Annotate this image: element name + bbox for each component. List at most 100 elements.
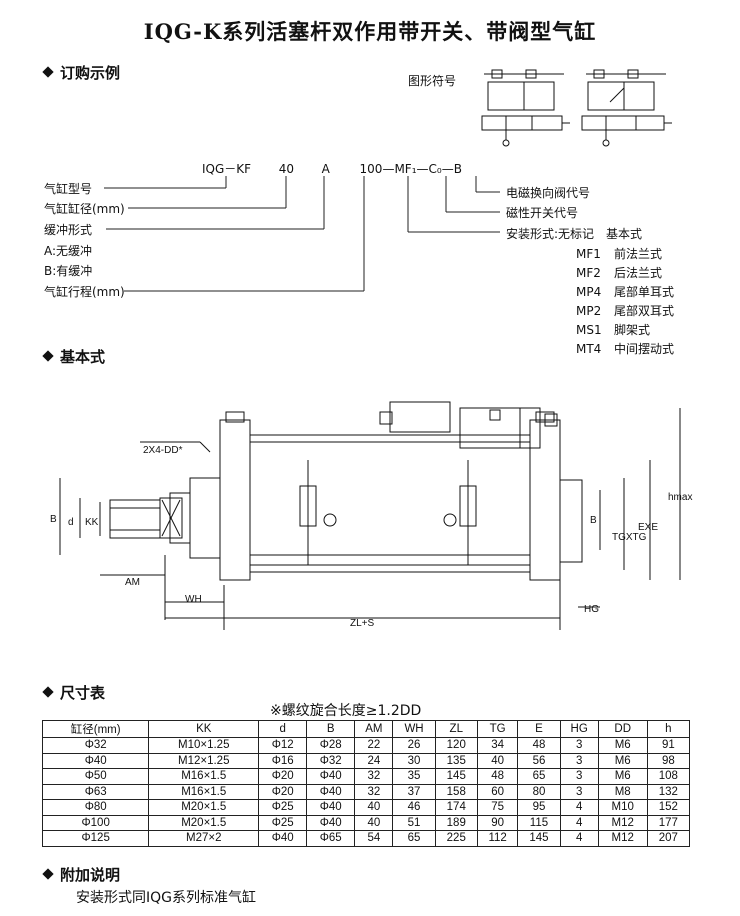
table-cell: 51	[392, 814, 436, 831]
table-cell: 174	[434, 799, 478, 816]
dim-label-am: AM	[125, 577, 140, 588]
dims-heading-text: 尺寸表	[60, 684, 106, 702]
table-cell: 207	[646, 830, 691, 847]
dim-label-hg: HG	[584, 604, 599, 615]
table-cell: 225	[434, 830, 478, 847]
code-stroke: 100	[359, 162, 383, 176]
table-cell: 120	[434, 737, 478, 754]
label-stroke: 气缸行程(mm)	[44, 285, 125, 299]
table-cell: 3	[559, 768, 599, 785]
table-cell: Φ40	[306, 799, 356, 816]
solenoid-valve	[389, 401, 451, 433]
table-header-cell: 缸径(mm)	[41, 720, 150, 738]
mount-code: MT4	[576, 342, 602, 356]
table-header-cell: KK	[148, 720, 260, 738]
table-cell: Φ40	[306, 783, 356, 800]
mount-name: 后法兰式	[614, 266, 663, 280]
label-mount: 安装形式:无标记 基本式	[506, 227, 643, 241]
order-heading-text: 订购示例	[60, 64, 121, 82]
table-cell: M16×1.5	[148, 768, 260, 785]
table-cell: M6	[597, 752, 648, 769]
symbol-label: 图形符号	[408, 74, 457, 88]
mount-type-item: MT4 中间摆动式	[576, 340, 674, 359]
table-cell: 3	[559, 752, 599, 769]
table-cell: Φ65	[306, 830, 356, 847]
table-header-cell: d	[258, 720, 308, 738]
code-model: IQG－KF	[202, 162, 252, 176]
label-cushion-a: A:无缓冲	[44, 244, 93, 258]
table-cell: 4	[559, 814, 599, 831]
table-header-cell: B	[306, 720, 356, 738]
table-header-cell: ZL	[434, 720, 478, 738]
table-cell: Φ25	[258, 814, 308, 831]
table-cell: M6	[597, 737, 648, 754]
table-cell: Φ50	[41, 768, 150, 785]
mount-name: 中间摆动式	[614, 342, 675, 356]
basic-heading-text: 基本式	[60, 348, 106, 366]
order-heading: 订购示例	[40, 62, 120, 83]
code-cushion: A	[321, 162, 330, 176]
table-cell: 135	[434, 752, 478, 769]
dim-label-tgxtg: TGXTG	[612, 532, 647, 543]
mount-type-item: MF2 后法兰式	[576, 264, 674, 283]
table-cell: M12	[597, 814, 648, 831]
table-cell: 95	[517, 799, 561, 816]
table-cell: 40	[354, 799, 394, 816]
table-cell: M10	[597, 799, 648, 816]
table-cell: Φ32	[306, 752, 356, 769]
table-cell: M8	[597, 783, 648, 800]
table-cell: 26	[392, 737, 436, 754]
rod-nut	[109, 499, 161, 539]
mount-code: MF2	[576, 266, 601, 280]
switch-icon	[491, 69, 503, 79]
table-cell: 115	[517, 814, 561, 831]
table-cell: 108	[646, 768, 691, 785]
table-cell: 4	[559, 799, 599, 816]
code-dash: —	[382, 162, 395, 176]
dim-label-kk: KK	[85, 517, 99, 528]
label-model: 气缸型号	[44, 182, 93, 196]
table-cell: M12	[597, 830, 648, 847]
code-switch: C₀	[428, 162, 442, 176]
table-header-cell: HG	[559, 720, 599, 738]
table-cell: M27×2	[148, 830, 260, 847]
table-cell: 65	[392, 830, 436, 847]
label-cushion: 缓冲形式	[44, 223, 93, 237]
table-cell: Φ40	[306, 768, 356, 785]
table-cell: 60	[476, 783, 519, 800]
table-cell: M20×1.5	[148, 814, 260, 831]
code-dash: —	[441, 162, 454, 176]
code-dash: —	[416, 162, 429, 176]
table-cell: Φ40	[258, 830, 308, 847]
dim-label-hmax: hmax	[668, 492, 692, 503]
table-cell: 54	[354, 830, 394, 847]
mount-code: MP4	[576, 285, 602, 299]
table-cell: Φ28	[306, 737, 356, 754]
table-cell: Φ12	[258, 737, 308, 754]
code-mount: MF₁	[394, 162, 417, 176]
table-header-cell: TG	[476, 720, 519, 738]
table-cell: 22	[354, 737, 394, 754]
label-valve: 电磁换向阀代号	[506, 186, 591, 200]
table-cell: Φ20	[258, 768, 308, 785]
table-cell: 177	[646, 814, 691, 831]
table-cell: 34	[476, 737, 519, 754]
table-cell: 35	[392, 768, 436, 785]
table-cell: 80	[517, 783, 561, 800]
table-cell: 65	[517, 768, 561, 785]
extra-heading: 附加说明	[40, 864, 120, 885]
table-cell: Φ40	[306, 814, 356, 831]
table-cell: 32	[354, 768, 394, 785]
table-cell: Φ100	[41, 814, 150, 831]
table-cell: 37	[392, 783, 436, 800]
dim-label-dd: 2X4-DD*	[143, 445, 183, 456]
diamond-bullet-icon	[42, 350, 54, 362]
